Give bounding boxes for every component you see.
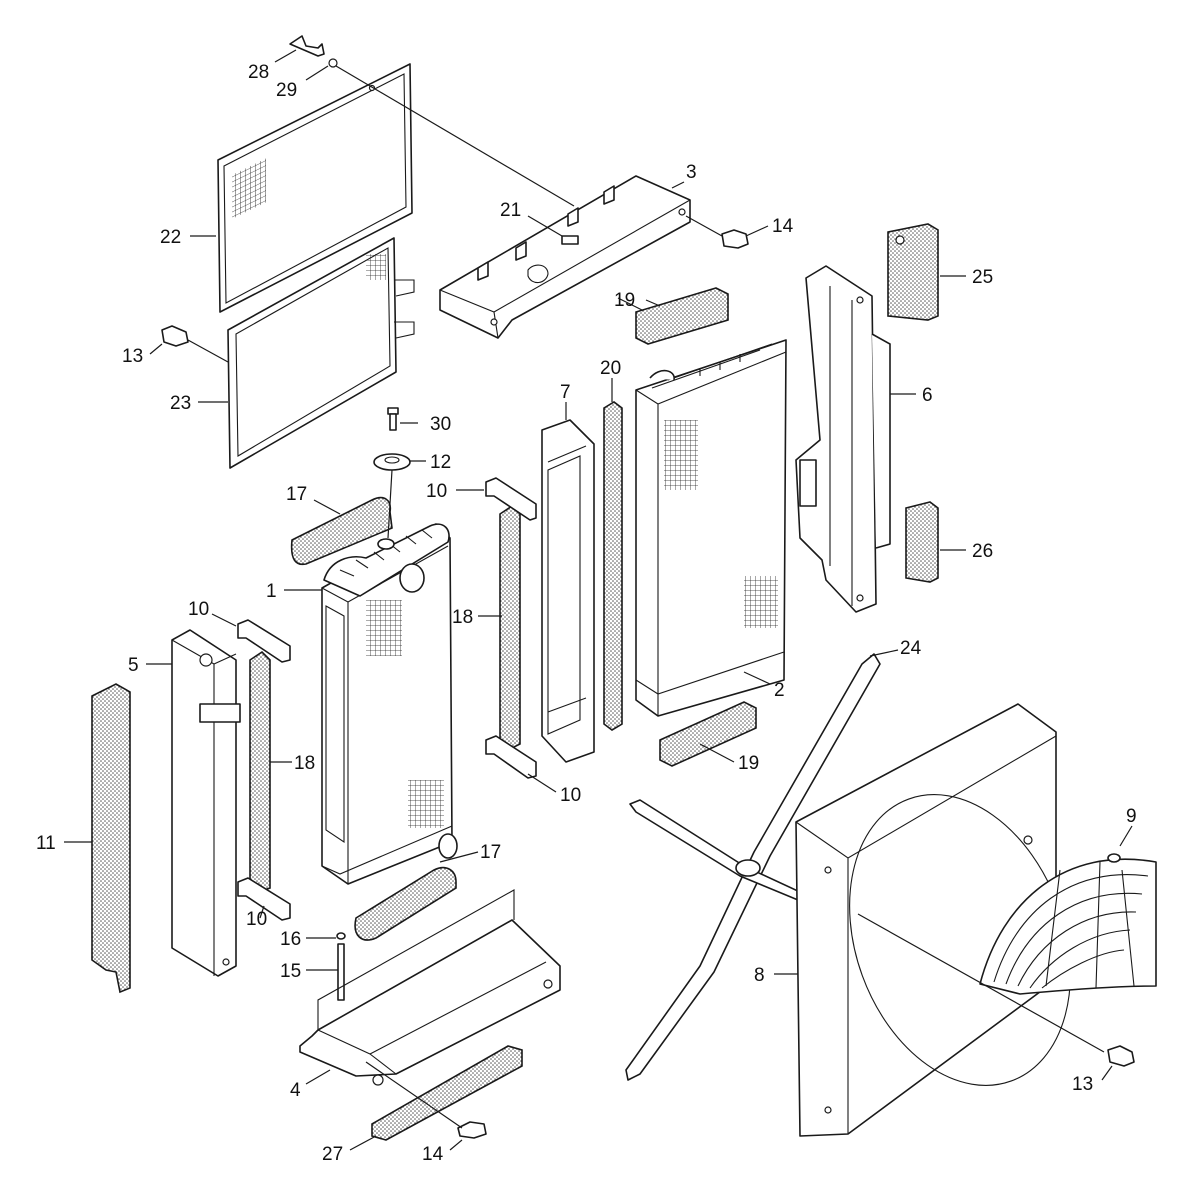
part-14-bolt-upper xyxy=(721,229,749,249)
callout-26: 26 xyxy=(972,541,993,562)
callout-11: 11 xyxy=(36,833,56,854)
part-5-side-panel xyxy=(171,629,241,977)
part-16-o-ring xyxy=(336,932,346,940)
callout-17-upper: 17 xyxy=(286,484,307,505)
callout-22: 22 xyxy=(160,227,181,248)
part-11-foam-strip xyxy=(91,683,131,994)
part-20-seal-strip xyxy=(603,401,623,731)
callout-labels: 28 29 3 21 14 22 25 19 13 20 23 7 6 30 1… xyxy=(36,62,1137,1165)
part-25-foam-block xyxy=(887,223,939,321)
callout-19-upper: 19 xyxy=(614,290,635,311)
callout-21: 21 xyxy=(500,200,521,221)
part-10-clamp-a xyxy=(485,477,537,521)
callout-20: 20 xyxy=(600,358,621,379)
part-30-screw xyxy=(387,407,399,431)
part-17-upper-hose xyxy=(290,496,393,566)
part-22-cover-panel xyxy=(217,63,413,313)
callout-14-lower: 14 xyxy=(422,1144,444,1165)
part-26-foam-block xyxy=(905,501,939,583)
callout-17-lower: 17 xyxy=(480,842,501,863)
part-17-lower-hose xyxy=(354,866,457,941)
part-19-foam-strip-bottom xyxy=(659,701,757,767)
callout-2: 2 xyxy=(774,680,785,701)
part-12-filler-cap xyxy=(373,453,411,471)
callout-8: 8 xyxy=(754,965,765,986)
part-19-foam-strip-top xyxy=(635,287,729,345)
callout-13-upper: 13 xyxy=(122,346,143,367)
part-8-fan-shroud xyxy=(795,703,1071,1137)
callout-23: 23 xyxy=(170,393,191,414)
part-9-fan-guard xyxy=(979,853,1157,995)
part-3-upper-bracket xyxy=(439,175,691,339)
callout-29: 29 xyxy=(276,80,297,101)
callout-24: 24 xyxy=(900,638,922,659)
part-23-screen-frame xyxy=(227,237,415,469)
callout-10-d: 10 xyxy=(246,909,267,930)
callout-19-lower: 19 xyxy=(738,753,759,774)
callout-5: 5 xyxy=(128,655,139,676)
part-28-wing-bolt xyxy=(289,35,325,57)
part-29-washer xyxy=(328,58,338,68)
callout-14-upper: 14 xyxy=(772,216,794,237)
part-14-bolt-lower xyxy=(457,1121,487,1139)
part-13-bolt-upper xyxy=(161,325,189,347)
part-15-drain-tube xyxy=(337,943,345,1001)
part-1-radiator xyxy=(321,523,458,885)
callout-28: 28 xyxy=(248,62,269,83)
part-18-seal-strip-right xyxy=(499,504,521,751)
part-18-seal-strip-left xyxy=(249,650,271,893)
callout-18-left: 18 xyxy=(294,753,315,774)
part-10-clamp-b xyxy=(237,619,291,663)
callout-10-a: 10 xyxy=(426,481,447,502)
part-24-fan-stay xyxy=(625,653,881,1081)
callout-6: 6 xyxy=(922,385,933,406)
part-2-cooler-core xyxy=(635,339,787,717)
callout-4: 4 xyxy=(290,1080,301,1101)
callout-18-right: 18 xyxy=(452,607,473,628)
callout-25: 25 xyxy=(972,267,993,288)
leader-lines xyxy=(64,49,1133,1151)
part-7-side-frame xyxy=(541,419,595,763)
callout-1: 1 xyxy=(266,581,277,602)
callout-30: 30 xyxy=(430,414,451,435)
callout-10-b: 10 xyxy=(188,599,209,620)
part-27-foam-strip xyxy=(371,1045,523,1141)
callout-3: 3 xyxy=(686,162,697,183)
callout-15: 15 xyxy=(280,961,301,982)
part-4-base-bracket xyxy=(299,889,561,1086)
callout-13-lower: 13 xyxy=(1072,1074,1093,1095)
callout-27: 27 xyxy=(322,1144,343,1165)
callout-9: 9 xyxy=(1126,806,1137,827)
callout-10-c: 10 xyxy=(560,785,581,806)
callout-7: 7 xyxy=(560,382,571,403)
callout-12: 12 xyxy=(430,452,451,473)
callout-16: 16 xyxy=(280,929,301,950)
part-10-clamp-d xyxy=(237,877,291,921)
part-13-bolt-lower xyxy=(1107,1045,1135,1067)
part-6-side-bracket xyxy=(795,265,891,613)
